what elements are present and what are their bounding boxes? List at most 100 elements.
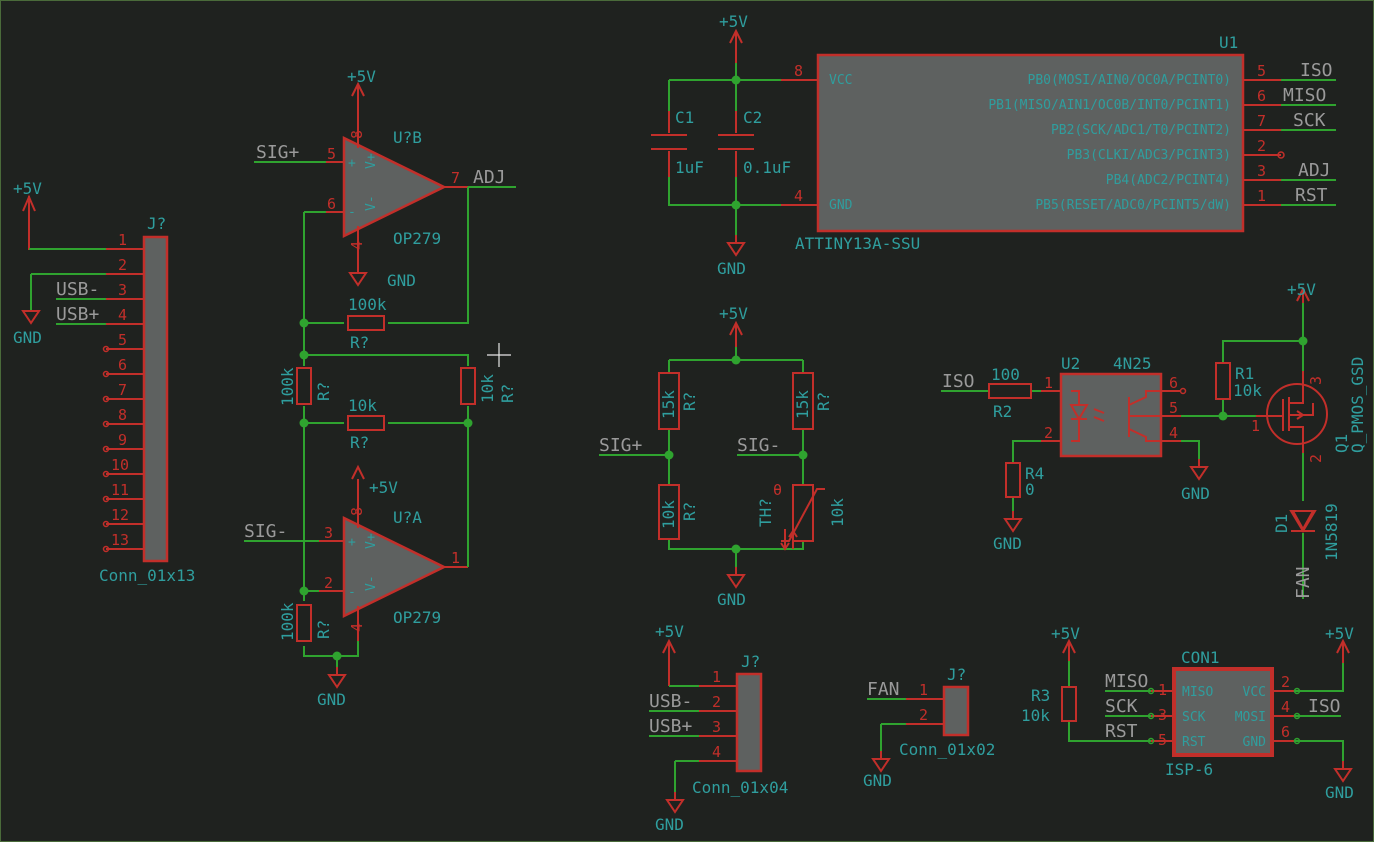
bridge-r-tr-ref: R? (814, 392, 833, 411)
j13-vcc-label: +5V (13, 179, 42, 198)
j13-pin-end (102, 420, 110, 428)
opamp-u-a-body (342, 515, 447, 619)
r1-value: 10k (1233, 381, 1262, 400)
d1-value: 1N5819 (1322, 503, 1341, 561)
capacitor-c2[interactable]: C2 0.1uF (718, 108, 791, 177)
j13-pin-number: 12 (111, 506, 129, 524)
opto-light-arrows (1093, 408, 1105, 422)
resistor-r1[interactable]: R1 10k (1215, 362, 1262, 400)
u-b-vp-label: V+ (364, 153, 379, 169)
r-fb1-ref: R? (350, 333, 369, 352)
q1-vcc-label: +5V (1287, 280, 1316, 299)
opamp-u-b[interactable]: 5 6 7 8 4 + - V+ V- U?B OP279 +5V GND (326, 67, 468, 290)
u-b-pin6: 6 (327, 195, 336, 213)
r-left1-body (296, 367, 312, 405)
resistor-r2[interactable]: 100 R2 (988, 365, 1032, 421)
j4-body (735, 672, 763, 773)
isp-pin-number: 3 (1158, 706, 1167, 724)
j4-gnd-label: GND (655, 815, 684, 834)
bridge-resistor-tl[interactable]: 15k R? (658, 372, 699, 430)
j13-pin-number: 10 (111, 456, 129, 474)
thermistor-ref: TH? (756, 498, 775, 527)
r-left1-value: 100k (278, 367, 297, 406)
connector-j2[interactable]: J? Conn_01x02 1 2 (899, 665, 995, 759)
isp-pin-number: 5 (1158, 731, 1167, 749)
mcu-pin-vcc-num: 8 (794, 62, 803, 80)
bridge-r-tr-body (792, 372, 814, 430)
j13-pin-end (102, 520, 110, 528)
j2-wiring: GND FAN (863, 679, 906, 790)
j13-pin-number: 11 (111, 481, 129, 499)
net-label-adj-1: ADJ (473, 167, 506, 188)
mcu-pin-number: 5 (1257, 62, 1266, 80)
u-a-vcc-label: +5V (369, 478, 398, 497)
mcu-attiny13a[interactable]: U1 ATTINY13A-SSU 8 4 VCC GND 5PB0(MOSI/A… (781, 33, 1281, 253)
j13-body (142, 235, 169, 563)
crosshair-cursor-icon (487, 343, 511, 367)
opamp-u-a[interactable]: 3 2 1 8 4 + - V+ V- U?A OP279 +5V (319, 464, 468, 641)
opamp-gnd-label: GND (317, 690, 346, 709)
isp-vcc-label: +5V (1325, 624, 1354, 643)
j13-ref: J? (147, 214, 166, 233)
resistor-left-100k[interactable]: 100k R? (278, 367, 333, 406)
j13-pin-number: 9 (118, 431, 127, 449)
isp-ref: CON1 (1181, 648, 1220, 667)
net-label-sig-minus-2: SIG- (737, 435, 780, 456)
j13-pin-number: 5 (118, 331, 127, 349)
bridge-resistor-tr[interactable]: 15k R? (792, 372, 833, 430)
thermistor-th[interactable]: θ 10k TH? (756, 481, 847, 551)
mcu-pin-name: PB1(MISO/AIN1/OC0B/INT0/PCINT1) (988, 98, 1231, 113)
resistor-feedback-100k[interactable]: 100k R? (347, 295, 387, 352)
j2-pin2: 2 (919, 706, 928, 724)
opto-gnd-label-1: GND (993, 534, 1022, 553)
r-left2-body (296, 604, 312, 642)
j2-body (942, 685, 970, 737)
j4-pin-number: 1 (712, 668, 721, 686)
resistor-right-10k[interactable]: 10k R? (460, 367, 517, 405)
q1-value: Q_PMOS_GSD (1348, 357, 1367, 453)
diode-d1[interactable]: D1 1N5819 (1272, 503, 1341, 561)
mcu-pin-vcc-name: VCC (829, 73, 852, 88)
resistor-r4[interactable]: R4 0 (1005, 462, 1044, 499)
mcu-vcc-label: +5V (719, 12, 748, 31)
mcu-pin-number: 1 (1257, 187, 1266, 205)
mcu-pin-name: PB4(ADC2/PCINT4) (1106, 173, 1231, 188)
u-a-vm-label: V- (364, 575, 379, 591)
net-label-sck-1: SCK (1293, 110, 1326, 131)
thermistor-slash (781, 488, 825, 542)
net-label-iso-1: ISO (1300, 60, 1333, 81)
bridge-resistor-bl[interactable]: 10k R? (658, 484, 699, 540)
mcu-pin-number: 2 (1257, 137, 1266, 155)
resistor-r3[interactable]: R3 10k (1021, 686, 1077, 725)
r-right1-ref: R? (498, 384, 517, 403)
d1-ref: D1 (1272, 514, 1291, 533)
thermistor-theta: θ (773, 481, 782, 499)
capacitor-c1[interactable]: C1 1uF (651, 108, 704, 177)
net-label-fan-2: FAN (867, 679, 900, 700)
j2-pin1: 1 (919, 681, 928, 699)
resistor-mid-10k[interactable]: 10k R? (347, 396, 385, 452)
optocoupler-u2[interactable]: U2 4N25 1 2 4 5 6 (1041, 354, 1187, 458)
bridge-r-tl-ref: R? (680, 392, 699, 411)
r-fb1-body (347, 315, 385, 331)
r4-body (1005, 462, 1021, 498)
net-label-iso-2: ISO (942, 371, 975, 392)
r-mid-value: 10k (348, 396, 377, 415)
j2-ref: J? (947, 665, 966, 684)
opamp-wiring: GND SIG+ SIG- ADJ (244, 142, 516, 709)
isp-value: ISP-6 (1165, 760, 1213, 779)
r3-vcc-label: +5V (1051, 624, 1080, 643)
net-label-iso-3: ISO (1308, 696, 1341, 717)
net-label-sig-minus-1: SIG- (244, 521, 287, 542)
j13-pin-end (102, 370, 110, 378)
bridge-vcc-label: +5V (719, 304, 748, 323)
mosfet-q1[interactable]: 1 2 3 Q1 Q_PMOS_GSD (1251, 357, 1367, 463)
u-a-vp-label: V+ (364, 533, 379, 549)
j13-pin-end (102, 345, 110, 353)
resistor-left2-100k[interactable]: 100k R? (278, 602, 333, 642)
opto-pin4: 4 (1169, 424, 1178, 442)
